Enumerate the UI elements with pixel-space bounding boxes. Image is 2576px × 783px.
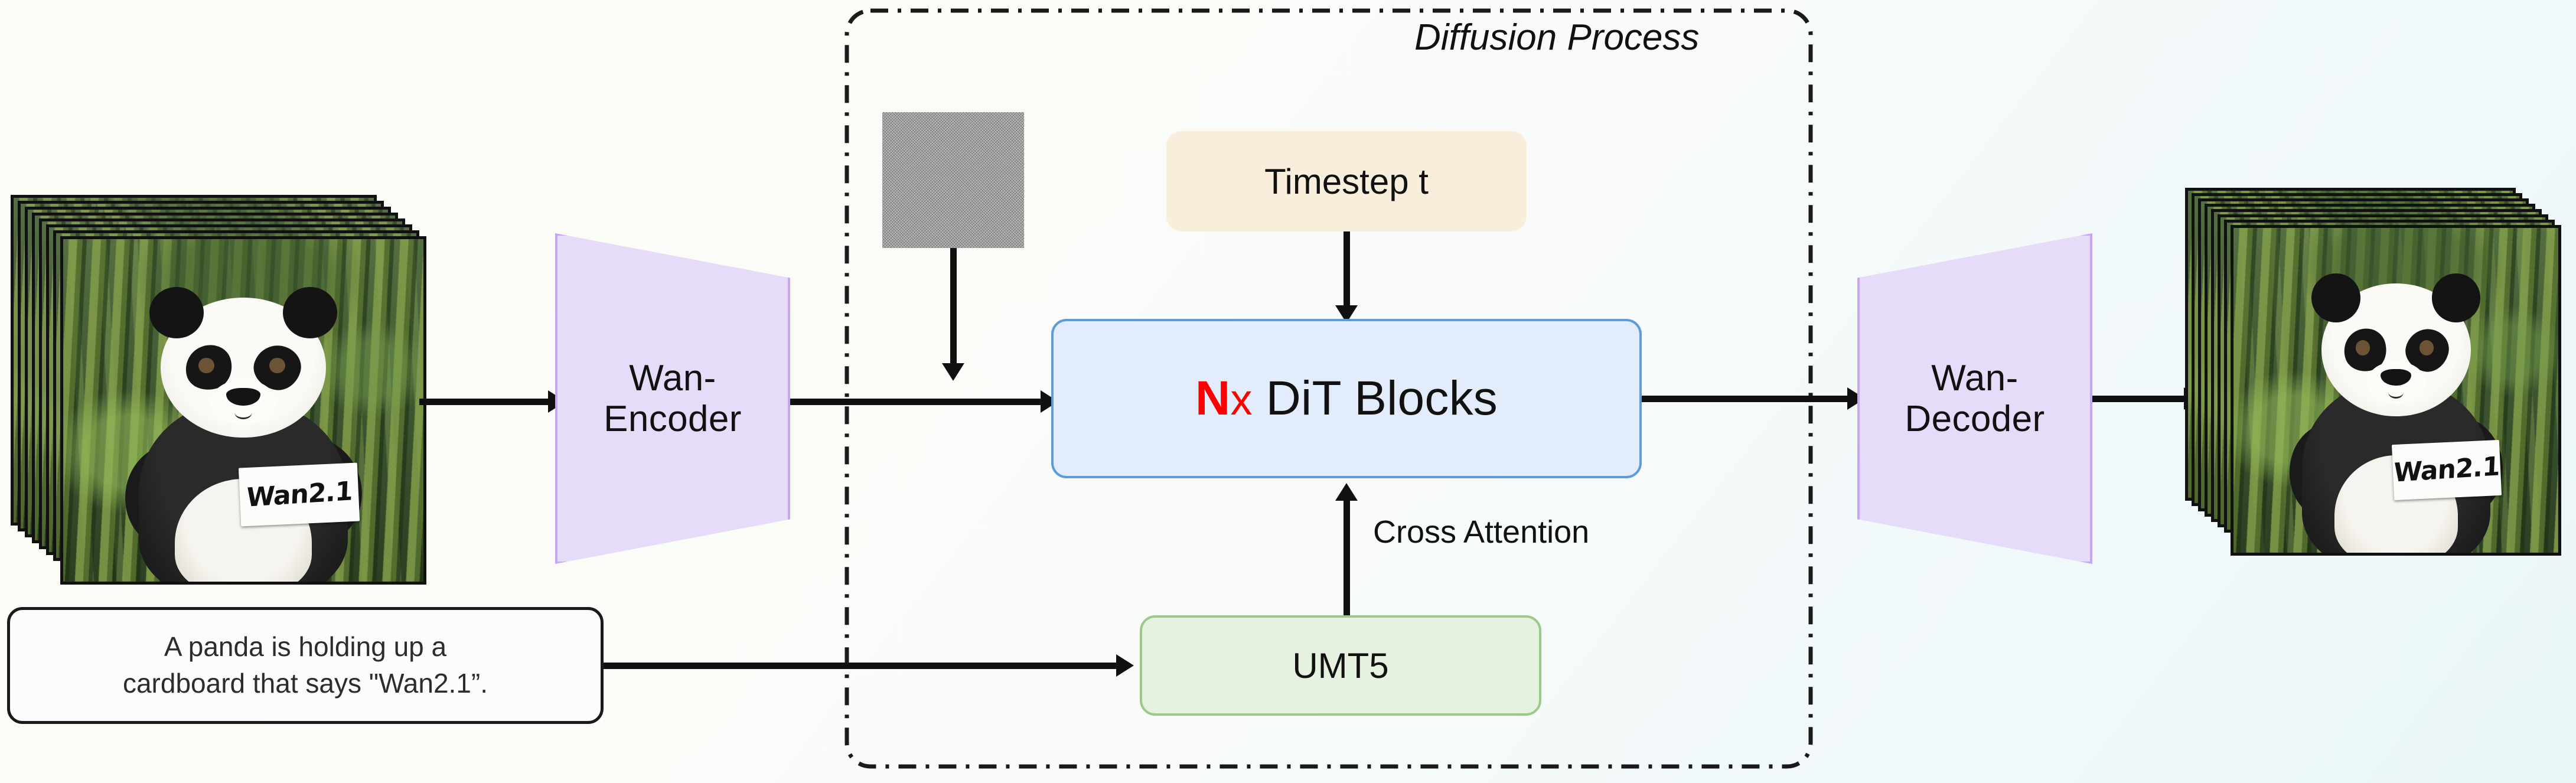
wan-encoder-label-line2: Encoder <box>604 399 742 439</box>
arrow-decoder-to-output <box>2092 396 2187 402</box>
wan-encoder-label-line1: Wan- <box>629 357 716 399</box>
arrow-prompt-to-umt5 <box>604 663 1119 669</box>
text-prompt-content: A panda is holding up a cardboard that s… <box>123 629 488 702</box>
dit-blocks-text: DiT Blocks <box>1266 371 1498 425</box>
panda-sign-text: Wan2.1 <box>2392 451 2500 489</box>
diffusion-process-label: Diffusion Process <box>1414 17 1700 58</box>
wan-decoder-label: Wan- Decoder <box>1905 358 2045 440</box>
arrowhead-noise-to-latent <box>942 363 964 381</box>
arrow-umt5-to-dit <box>1344 501 1350 619</box>
umt5-label: UMT5 <box>1292 645 1389 686</box>
prompt-line-2: cardboard that says "Wan2.1”. <box>122 668 488 699</box>
wan-encoder-node[interactable]: Wan- Encoder <box>555 233 790 564</box>
video-frame-sheet-front: Wan2.1 <box>2231 225 2561 556</box>
wan-decoder-label-line1: Wan- <box>1931 357 2019 399</box>
panda-sign-text: Wan2.1 <box>245 475 353 513</box>
panda-sign: Wan2.1 <box>2391 439 2502 500</box>
arrowhead-prompt-to-umt5 <box>1116 654 1134 677</box>
dit-block-count: N <box>1195 371 1231 425</box>
cross-attention-label: Cross Attention <box>1373 514 1590 550</box>
timestep-node[interactable]: Timestep t <box>1166 131 1527 231</box>
dit-block-multiplier: x <box>1230 375 1253 424</box>
noise-latent-patch <box>882 112 1024 248</box>
arrow-dit-to-decoder <box>1642 396 1851 402</box>
text-prompt-box[interactable]: A panda is holding up a cardboard that s… <box>7 607 604 724</box>
dit-blocks-node[interactable]: Nx DiT Blocks <box>1051 319 1642 478</box>
video-frame-sheet-front: Wan2.1 <box>60 236 426 585</box>
arrow-timestep-to-dit <box>1344 231 1350 308</box>
arrowhead-umt5-to-dit <box>1335 483 1358 501</box>
diffusion-process-frame <box>844 8 1813 769</box>
prompt-line-1: A panda is holding up a <box>164 631 447 663</box>
input-video-stack: Wan2.1 <box>11 195 436 585</box>
arrow-encoder-to-dit <box>790 399 1044 405</box>
wan-encoder-label: Wan- Encoder <box>604 358 742 440</box>
panda-illustration: Wan2.1 <box>63 239 423 582</box>
timestep-label: Timestep t <box>1264 161 1429 201</box>
panda-sign: Wan2.1 <box>238 462 360 526</box>
wan-decoder-label-line2: Decoder <box>1905 399 2045 439</box>
wan-decoder-node[interactable]: Wan- Decoder <box>1857 233 2092 564</box>
output-video-stack: Wan2.1 <box>2185 188 2576 589</box>
umt5-text-encoder-node[interactable]: UMT5 <box>1140 615 1541 716</box>
panda-illustration: Wan2.1 <box>2233 228 2558 553</box>
dit-blocks-label: Nx DiT Blocks <box>1195 371 1498 426</box>
arrow-noise-to-latent <box>950 248 957 366</box>
arrow-frames-to-encoder <box>419 399 550 405</box>
